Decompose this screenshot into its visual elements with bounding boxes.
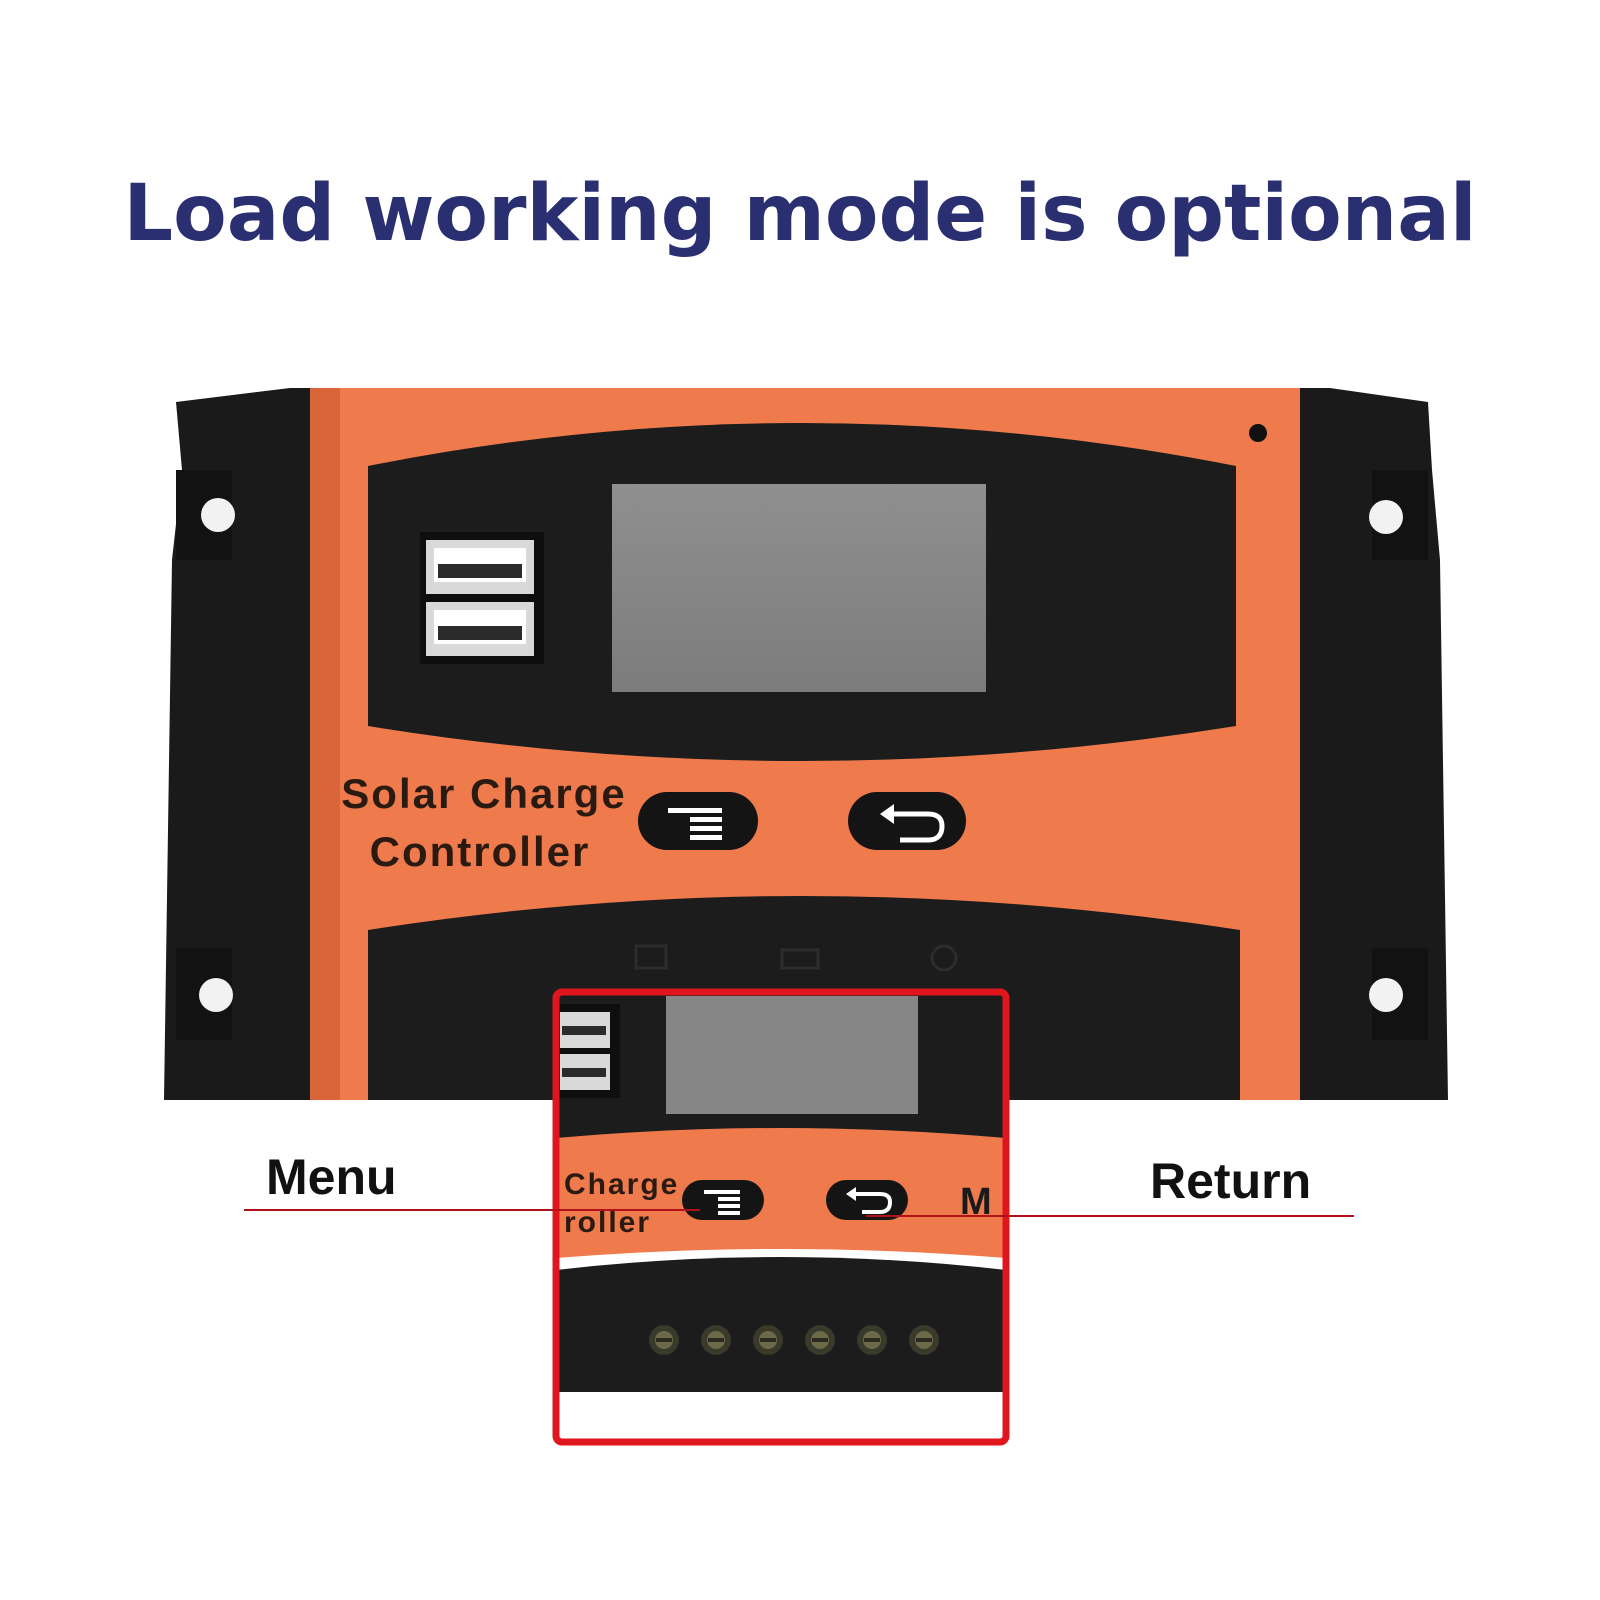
mount-hole-top-right xyxy=(1369,500,1403,534)
return-callout: Return xyxy=(866,1153,1354,1217)
terminal-symbols xyxy=(634,944,958,972)
return-label: Return xyxy=(1150,1153,1311,1209)
mount-hole-bottom-right xyxy=(1369,978,1403,1012)
return-button[interactable] xyxy=(848,792,966,850)
terminal-6 xyxy=(909,1325,939,1355)
zoom-label-line2: roller xyxy=(564,1206,651,1239)
zoom-return-button[interactable] xyxy=(826,1180,908,1220)
zoom-label-line1: Charge xyxy=(564,1168,679,1201)
face-shade xyxy=(310,388,340,1100)
terminal-5 xyxy=(857,1325,887,1355)
usb-port-icon xyxy=(420,532,544,664)
mount-hole-top-left xyxy=(201,498,235,532)
return-arrow-icon xyxy=(880,804,945,843)
zoom-lcd-screen xyxy=(666,996,918,1114)
zoom-menu-lines-icon xyxy=(704,1190,740,1215)
menu-label: Menu xyxy=(266,1149,397,1205)
menu-button[interactable] xyxy=(638,792,758,850)
screw-terminal-icon xyxy=(649,1325,939,1355)
charge-controller-device: Solar Charge Controller xyxy=(164,388,1448,1100)
mount-hole-bottom-left xyxy=(199,978,233,1012)
device-label-line1: Solar Charge xyxy=(341,770,626,817)
device-label-line2: Controller xyxy=(370,828,591,875)
lcd-screen xyxy=(612,484,986,692)
terminal-4 xyxy=(805,1325,835,1355)
terminal-3 xyxy=(753,1325,783,1355)
zoom-menu-button[interactable] xyxy=(682,1180,764,1220)
zoom-return-arrow-icon xyxy=(846,1187,893,1214)
menu-lines-icon xyxy=(668,808,722,840)
zoom-usb-port-icon xyxy=(556,1004,620,1098)
menu-callout: Menu xyxy=(244,1149,700,1211)
status-led xyxy=(1249,424,1267,442)
zoom-inset: Charge roller M xyxy=(552,988,1010,1446)
terminal-1 xyxy=(649,1325,679,1355)
terminal-2 xyxy=(701,1325,731,1355)
headline: Load working mode is optional xyxy=(123,169,1476,259)
